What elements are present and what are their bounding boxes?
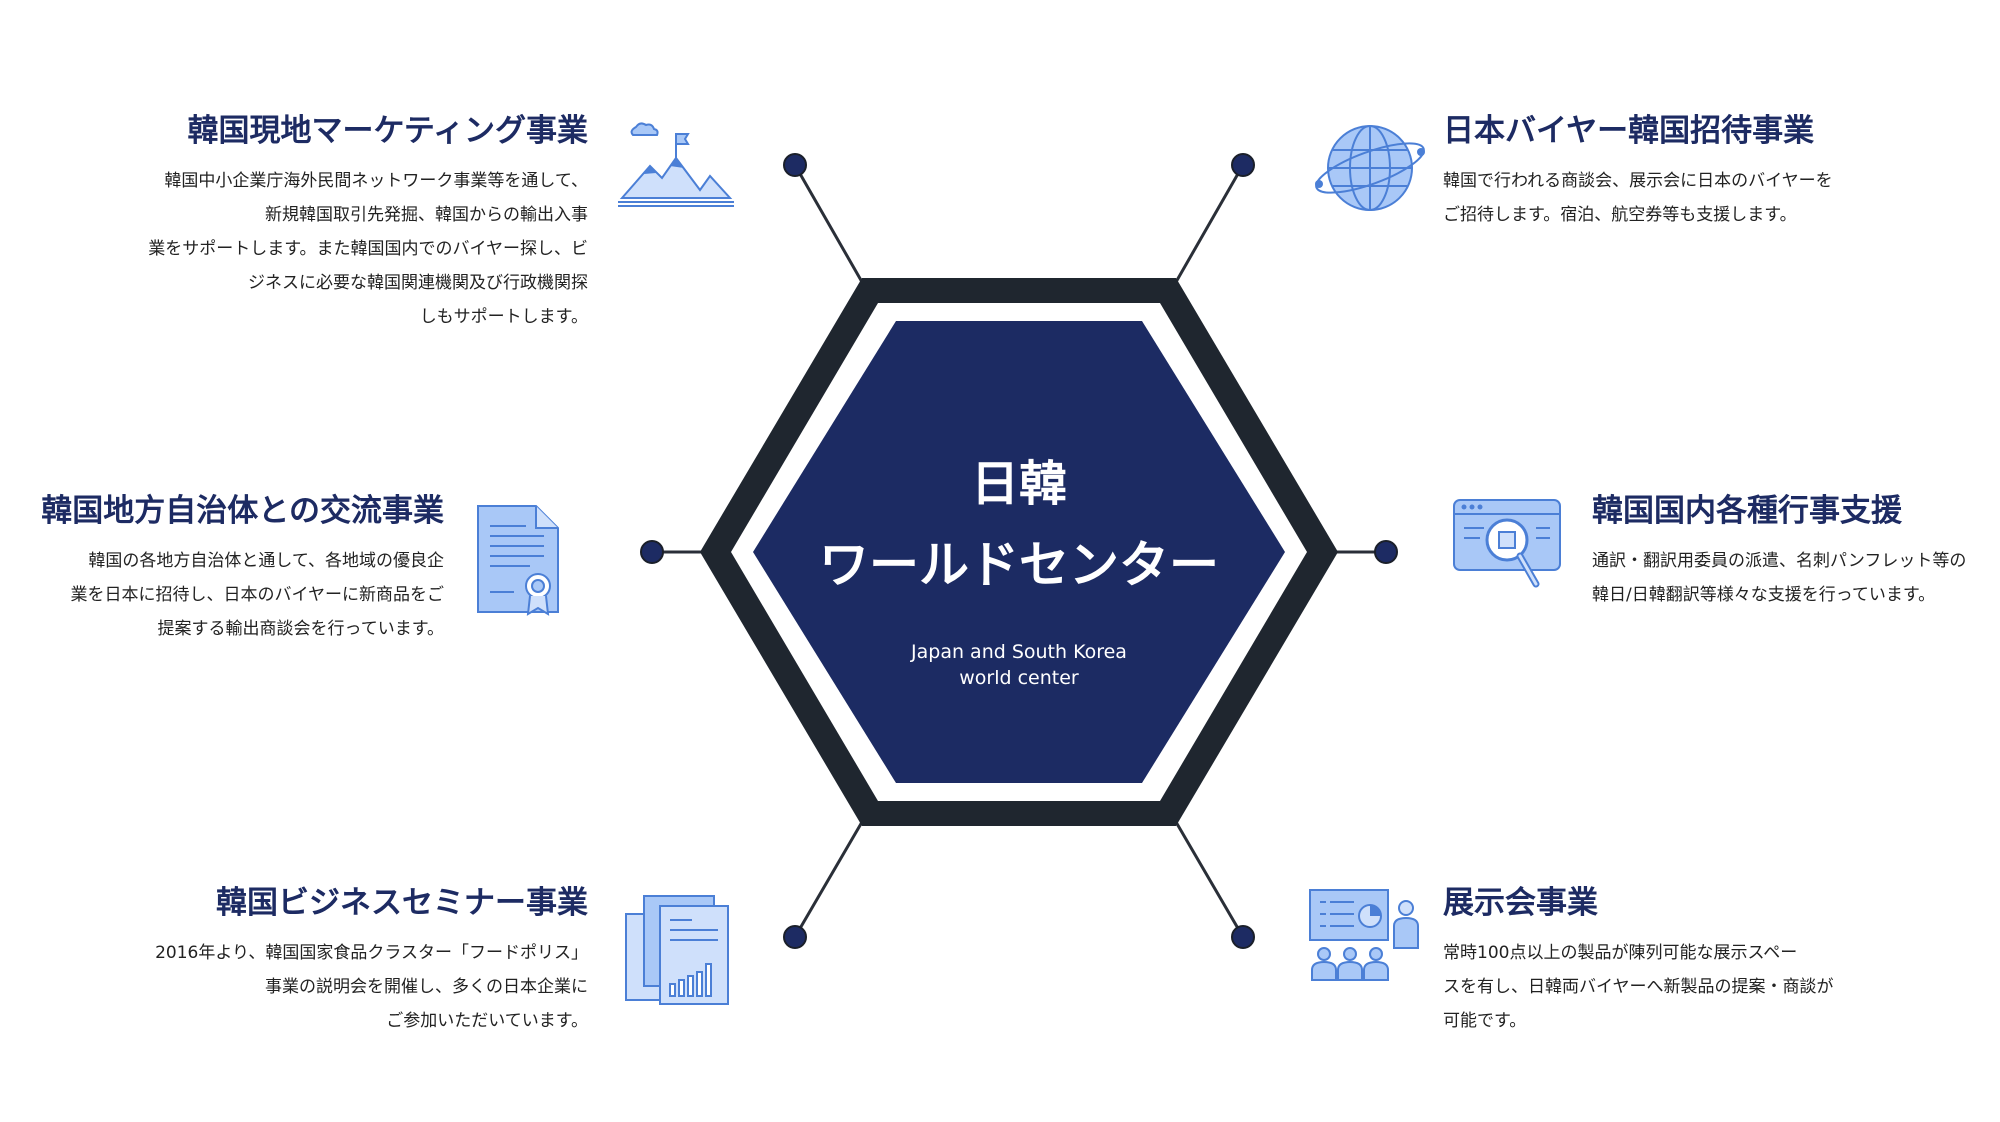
item-title: 韓国ビジネスセミナー事業 bbox=[216, 885, 588, 921]
desc-line: スを有し、日韓両バイヤーへ新製品の提案・商談が bbox=[1443, 977, 1834, 998]
report-documents-icon bbox=[625, 895, 729, 1005]
item-exhibition: 展示会事業 常時100点以上の製品が陳列可能な展示スペー スを有し、日韓両バイヤ… bbox=[1443, 885, 1963, 1038]
item-description: 韓国で行われる商談会、展示会に日本のバイヤーを ご招待します。宿泊、航空券等も支… bbox=[1443, 164, 1963, 232]
item-title: 日本バイヤー韓国招待事業 bbox=[1443, 113, 1815, 149]
center-subtitle-line1: Japan and South Korea bbox=[910, 641, 1127, 663]
item-description: 常時100点以上の製品が陳列可能な展示スペー スを有し、日韓両バイヤーへ新製品の… bbox=[1443, 936, 1963, 1038]
center-subtitle-line2: world center bbox=[959, 667, 1079, 689]
globe-orbit-icon bbox=[1315, 125, 1425, 211]
certificate-document-icon bbox=[477, 505, 559, 616]
desc-line: 業をサポートします。また韓国国内でのバイヤー探し、ビ bbox=[148, 239, 588, 260]
desc-line: 可能です。 bbox=[1443, 1011, 1527, 1032]
connector-top-left bbox=[793, 164, 864, 283]
center-title-line1: 日韓 bbox=[971, 456, 1067, 512]
item-local-marketing: 韓国現地マーケティング事業 韓国中小企業庁海外民間ネットワーク事業等を通して、 … bbox=[28, 113, 588, 334]
item-title: 韓国地方自治体との交流事業 bbox=[41, 493, 444, 529]
desc-line: 事業の説明会を開催し、多くの日本企業に bbox=[265, 977, 588, 998]
connector-bottom-right bbox=[1174, 821, 1245, 938]
item-description: 通訳・翻訳用委員の派遣、名刺パンフレット等の 韓日/日韓翻訳等様々な支援を行って… bbox=[1592, 544, 1992, 612]
item-title: 韓国国内各種行事支援 bbox=[1592, 493, 1902, 529]
item-description: 2016年より、韓国国家食品クラスター「フードポリス」 事業の説明会を開催し、多… bbox=[28, 936, 588, 1038]
desc-line: 韓国の各地方自治体と通して、各地域の優良企 bbox=[88, 551, 444, 572]
item-title: 展示会事業 bbox=[1443, 885, 1598, 921]
mountain-flag-icon bbox=[618, 122, 734, 207]
item-title: 韓国現地マーケティング事業 bbox=[187, 113, 588, 149]
center-title-line2: ワールドセンター bbox=[819, 536, 1219, 594]
connector-bottom-left bbox=[793, 821, 864, 938]
item-event-support: 韓国国内各種行事支援 通訳・翻訳用委員の派遣、名刺パンフレット等の 韓日/日韓翻… bbox=[1592, 493, 1992, 612]
node-top-right bbox=[1231, 153, 1255, 177]
hexagon-inner-fill bbox=[753, 321, 1285, 783]
desc-line: 常時100点以上の製品が陳列可能な展示スペー bbox=[1443, 943, 1798, 964]
desc-line: ご参加いただいています。 bbox=[386, 1011, 588, 1032]
node-bottom-left bbox=[783, 925, 807, 949]
item-description: 韓国の各地方自治体と通して、各地域の優良企 業を日本に招待し、日本のバイヤーに新… bbox=[4, 544, 445, 646]
desc-line: 提案する輸出商談会を行っています。 bbox=[157, 619, 444, 640]
item-business-seminar: 韓国ビジネスセミナー事業 2016年より、韓国国家食品クラスター「フードポリス」… bbox=[28, 885, 588, 1038]
desc-line: ご招待します。宿泊、航空券等も支援します。 bbox=[1443, 205, 1797, 226]
browser-magnifier-icon bbox=[1453, 499, 1561, 588]
desc-line: 韓日/日韓翻訳等様々な支援を行っています。 bbox=[1592, 585, 1936, 606]
desc-line: 2016年より、韓国国家食品クラスター「フードポリス」 bbox=[155, 943, 588, 964]
node-top-left bbox=[783, 153, 807, 177]
presentation-audience-icon bbox=[1309, 889, 1419, 981]
node-bottom-right bbox=[1231, 925, 1255, 949]
desc-line: 韓国中小企業庁海外民間ネットワーク事業等を通して、 bbox=[164, 171, 588, 192]
item-buyer-invitation: 日本バイヤー韓国招待事業 韓国で行われる商談会、展示会に日本のバイヤーを ご招待… bbox=[1443, 113, 1963, 232]
desc-line: 新規韓国取引先発掘、韓国からの輸出入事 bbox=[265, 205, 588, 226]
desc-line: 通訳・翻訳用委員の派遣、名刺パンフレット等の bbox=[1592, 551, 1967, 572]
desc-line: ジネスに必要な韓国関連機関及び行政機関探 bbox=[248, 273, 588, 294]
item-description: 韓国中小企業庁海外民間ネットワーク事業等を通して、 新規韓国取引先発掘、韓国から… bbox=[28, 164, 588, 334]
connector-nodes bbox=[640, 153, 1398, 949]
desc-line: 業を日本に招待し、日本のバイヤーに新商品をご bbox=[70, 585, 445, 606]
connector-top-right bbox=[1174, 164, 1245, 283]
node-left bbox=[640, 540, 664, 564]
desc-line: 韓国で行われる商談会、展示会に日本のバイヤーを bbox=[1443, 171, 1833, 192]
desc-line: しもサポートします。 bbox=[419, 307, 588, 328]
node-right bbox=[1374, 540, 1398, 564]
item-local-government-exchange: 韓国地方自治体との交流事業 韓国の各地方自治体と通して、各地域の優良企 業を日本… bbox=[4, 493, 444, 646]
